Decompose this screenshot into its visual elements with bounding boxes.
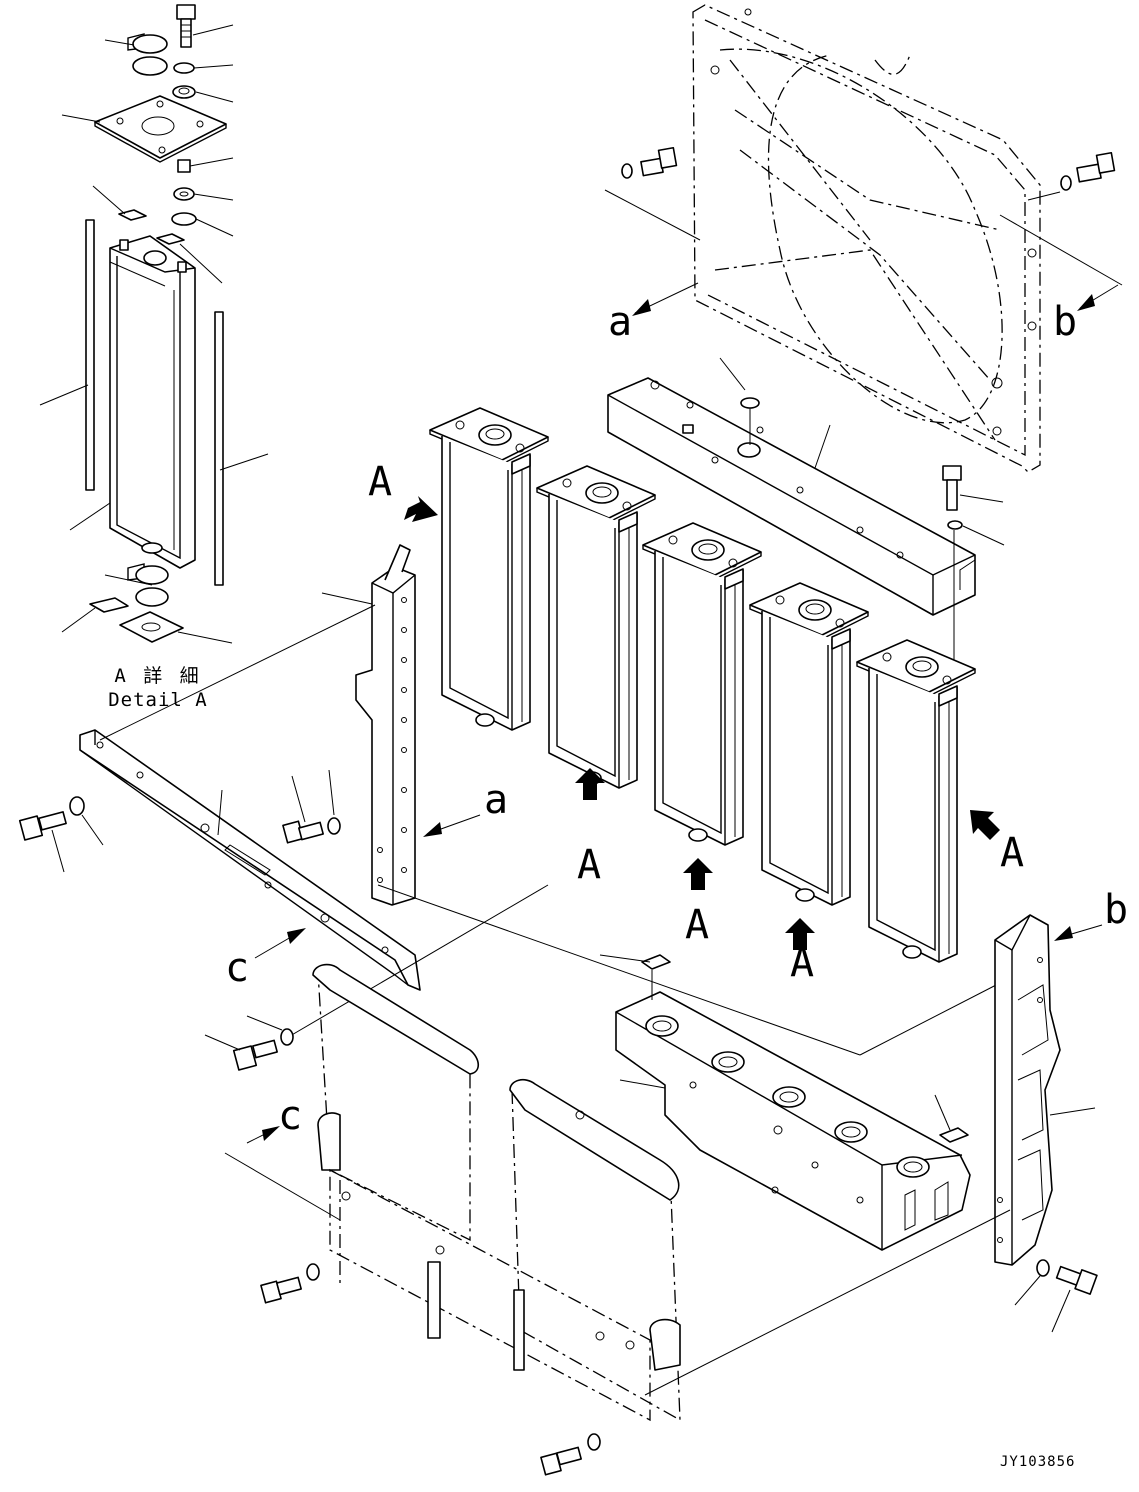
- cooler-core-2: [536, 465, 656, 789]
- label-a-core-3: A: [685, 902, 710, 948]
- frame-bolt-2: [260, 1263, 320, 1304]
- arrow-up-a3: [683, 858, 713, 890]
- radiator-frame-right: [509, 1078, 681, 1422]
- cooler-core-4: [749, 582, 869, 906]
- right-column-bracket: [994, 914, 1061, 1266]
- label-b-shroud: b: [1053, 299, 1078, 345]
- cooler-core-5: [856, 639, 976, 963]
- label-a-upper-left: A: [368, 459, 393, 505]
- detail-a-caption: A 詳 細 Detail A: [98, 664, 218, 712]
- detail-a-group: [39, 4, 269, 644]
- bottom-tank: [615, 991, 971, 1251]
- arrow-up-a2: [575, 768, 605, 800]
- radiator-frame-left: [312, 963, 651, 1422]
- label-a-core-4: A: [790, 940, 815, 986]
- label-a-shroud: a: [608, 299, 633, 345]
- left-column-bracket: [355, 544, 416, 906]
- left-bolt-1: [18, 796, 85, 841]
- tank-cap: [740, 397, 760, 409]
- fan-shroud: [692, 4, 1041, 473]
- label-c-beam: c: [225, 945, 250, 991]
- label-a-core-5: A: [1000, 830, 1025, 876]
- label-c-frame: c: [278, 1093, 303, 1139]
- detail-mounting-plate: [94, 95, 227, 163]
- tank-bolt: [942, 465, 963, 530]
- upper-tank: [607, 377, 976, 616]
- cooler-core-3: [642, 522, 762, 846]
- detail-a-caption-en: Detail A: [108, 689, 208, 711]
- right-bottom-bolt: [1036, 1259, 1098, 1295]
- detail-cooler-core: [109, 235, 196, 569]
- cooler-core-1: [429, 407, 549, 731]
- drawing-code: JY103856: [1000, 1454, 1076, 1470]
- label-a-bracket: a: [484, 777, 509, 823]
- frame-bolt-3: [540, 1433, 601, 1476]
- shroud-bolt-right: [1060, 151, 1116, 191]
- detail-a-caption-jp: A 詳 細: [114, 665, 202, 687]
- label-b-bracket: b: [1104, 887, 1129, 933]
- detail-bolt: [176, 4, 196, 48]
- label-a-core-2: A: [577, 842, 602, 888]
- arrow-right-a1: [404, 496, 438, 522]
- arrow-upleft-a5: [970, 810, 1000, 840]
- shroud-bolt-left: [621, 146, 678, 179]
- lower-left-beam: [79, 729, 421, 991]
- arrow-up-a4: [785, 918, 815, 950]
- frame-bolt-1: [232, 1028, 294, 1071]
- left-bolt-2: [282, 817, 341, 844]
